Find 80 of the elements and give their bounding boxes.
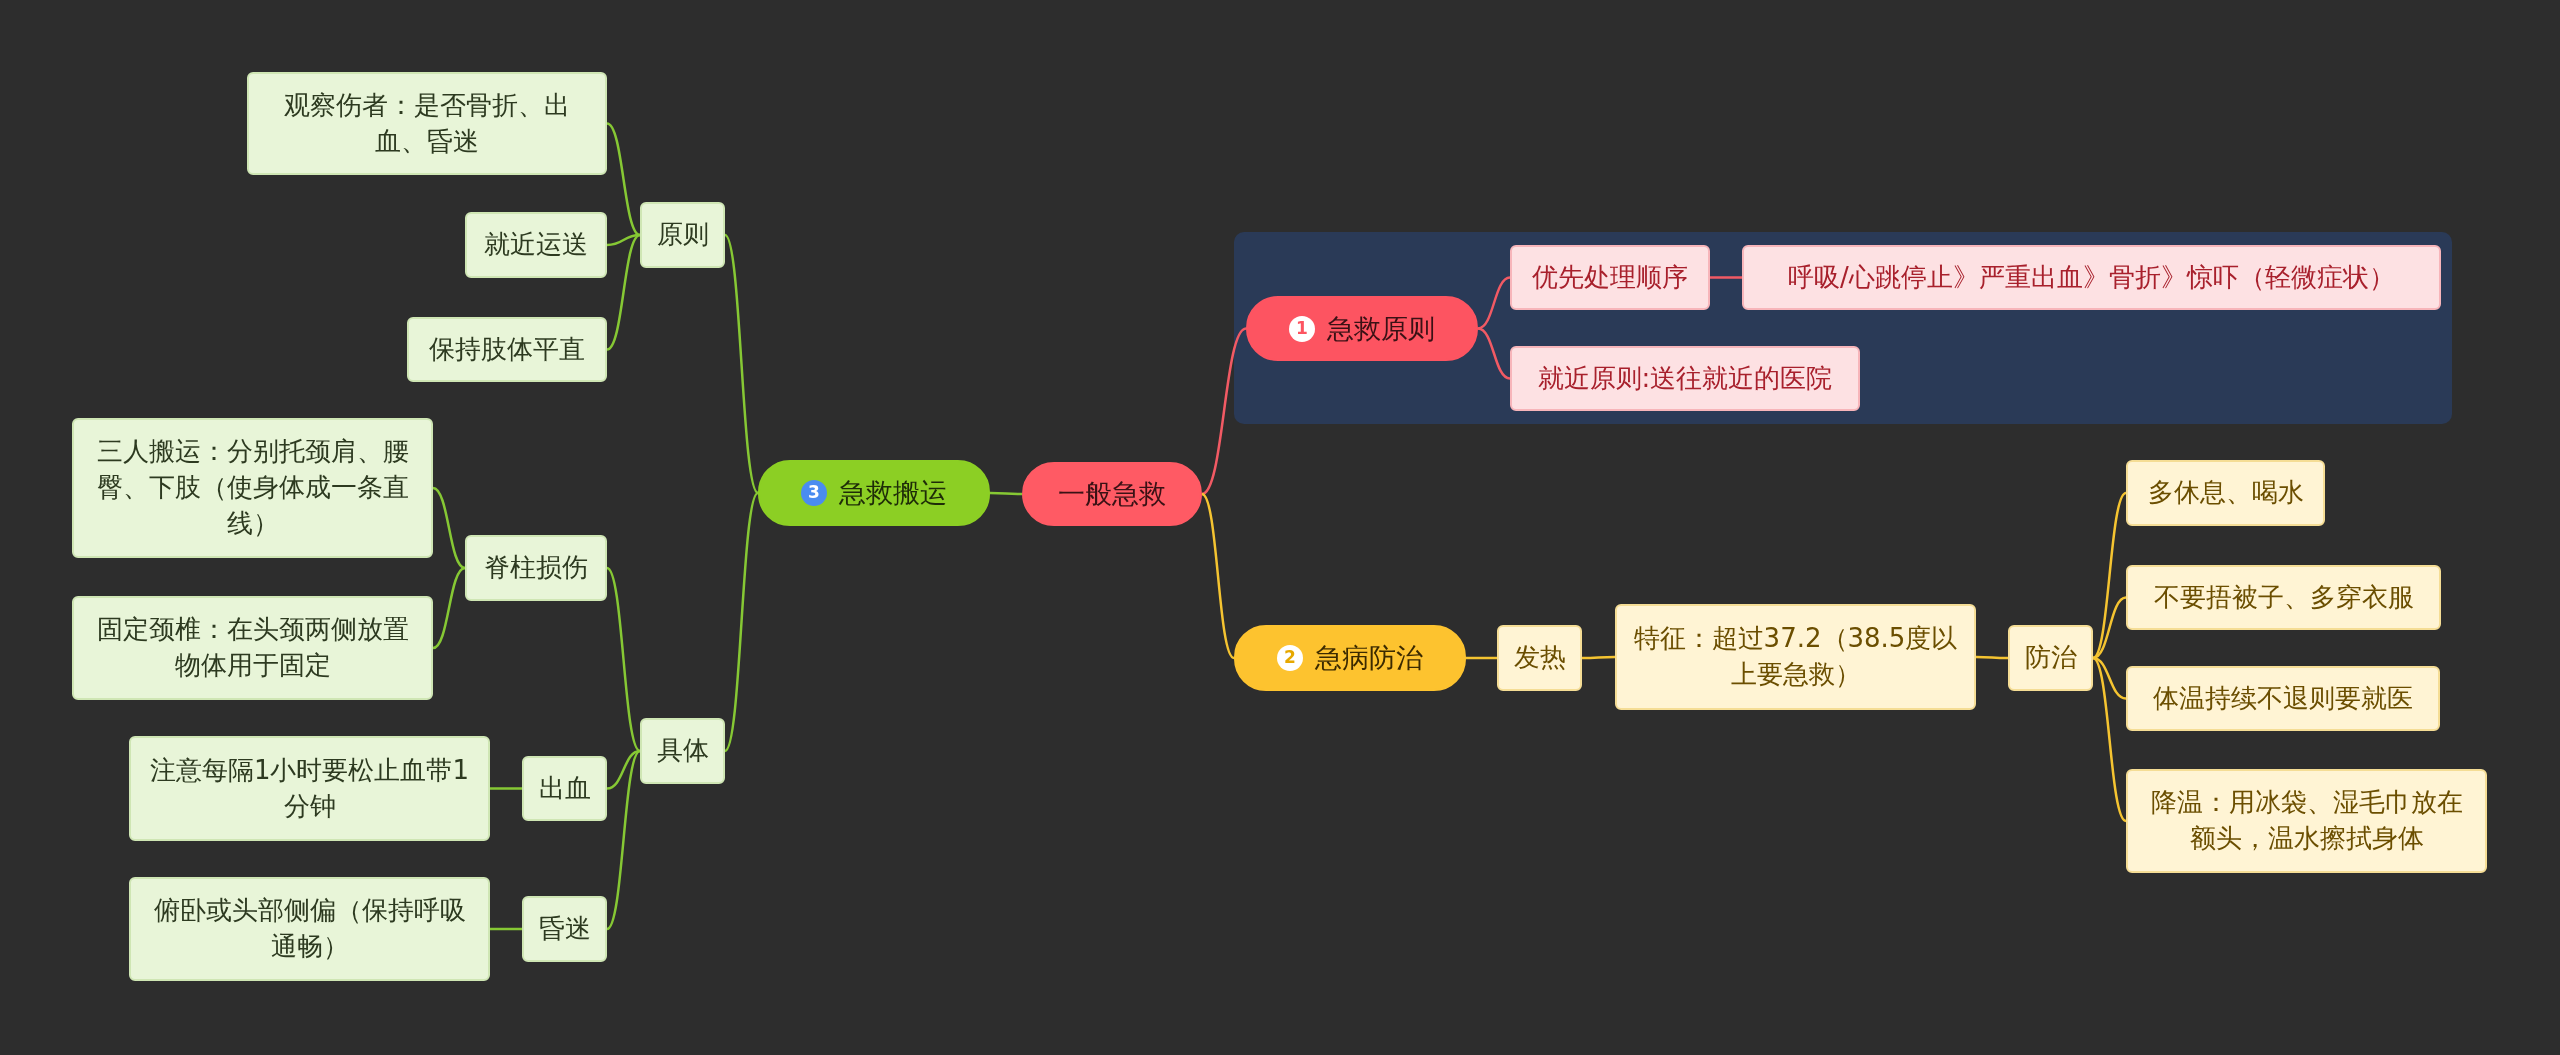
topic-text: 注意每隔1小时要松止血带1分钟 [148,753,471,823]
connector-line [1976,655,2008,660]
topic-text: 发热 [1513,641,1566,675]
subtopic-box [72,418,433,558]
connector-line [724,492,759,752]
connector-line [490,927,522,931]
connector-line [1477,327,1511,380]
topic-text: 俯卧或头部侧偏（保持呼吸通畅） [152,894,467,963]
connector-line [2092,492,2127,659]
subtopic-box [2126,460,2325,526]
topic-text: 体温持续不退则要就医 [2153,681,2413,715]
topic-text: 一般急救 [1058,477,1166,512]
connector-line [1466,656,1497,660]
number-badge: 1 [1289,315,1315,342]
connector-line [606,749,641,790]
connector-line [724,234,759,494]
topic-text: 固定颈椎：在头颈两侧放置物体用于固定 [95,613,410,682]
topic-text: 昏迷 [538,912,591,946]
topic-text: 降温：用冰袋、湿毛巾放在额头，温水擦拭身体 [2149,786,2464,855]
connector-line [606,233,641,351]
topic-text: 观察伤者：是否骨折、出血、昏迷 [283,88,571,158]
topic-text: 不要捂被子、多穿衣服 [2153,580,2414,614]
topic-text: 就近原则:送往就近的医院 [1537,361,1833,395]
subtopic-box [72,596,433,700]
connector-line [2092,657,2127,822]
subtopic-box [129,736,490,841]
topic-text: 脊柱损伤 [484,551,588,585]
root-topic [1022,462,1202,526]
connector-line [1201,493,1235,659]
connector-line [432,566,466,650]
topic-text: 就近运送 [484,228,588,262]
topic-text: 多休息、喝水 [2147,476,2304,510]
topic-text: 急救原则 [1327,311,1435,346]
subtopic-box [2126,769,2487,873]
topic-text: 呼吸/心跳停止》严重出血》骨折》惊吓（轻微症状） [1788,260,2395,294]
subtopic-box [522,896,607,962]
subtopic-box [129,877,490,981]
subtopic-box [2008,625,2093,691]
subtopic-box [640,202,725,268]
number-badge: 2 [1277,645,1303,671]
topic-text: 特征：超过37.2（38.5度以上要急救） [1632,622,1959,691]
connector-line [1710,276,1742,279]
subtopic-box [1615,604,1976,710]
topic-text: 出血 [538,771,591,805]
subtopic-box [1742,245,2441,310]
connector-line [490,787,522,790]
subtopic-box [1510,245,1710,310]
topic-text: 三人搬运：分别托颈肩、腰臀、下肢（使身体成一条直线） [95,435,410,540]
connector-line [606,750,641,930]
topic-text: 急救搬运 [839,476,947,511]
group-panel [1234,232,2452,424]
topic-pill [758,460,990,526]
subtopic-box [640,718,725,784]
subtopic-box [522,756,607,821]
topic-text: 急病防治 [1315,641,1423,676]
connector-line [2092,596,2127,660]
connector-line [1582,655,1615,660]
connector-line [990,491,1022,496]
connector-line [1477,276,1511,330]
connector-line [606,567,641,752]
number-badge: 3 [801,480,827,506]
subtopic-box [465,535,607,601]
topic-text: 优先处理顺序 [1532,260,1688,294]
subtopic-box [1497,625,1582,691]
topic-text: 原则 [656,218,709,252]
subtopic-box [465,212,607,278]
topic-pill [1234,625,1466,691]
connector-line [606,122,641,237]
topic-pill [1246,296,1478,361]
connector-line [1201,327,1247,496]
connector-line [606,233,641,247]
connector-line [432,486,466,570]
topic-text: 具体 [656,734,709,768]
subtopic-box [1510,346,1860,411]
topic-text: 保持肢体平直 [429,332,585,366]
subtopic-box [407,317,607,382]
subtopic-box [2126,565,2441,630]
topic-text: 防治 [2024,641,2077,675]
subtopic-box [247,72,607,175]
subtopic-box [2126,666,2440,731]
